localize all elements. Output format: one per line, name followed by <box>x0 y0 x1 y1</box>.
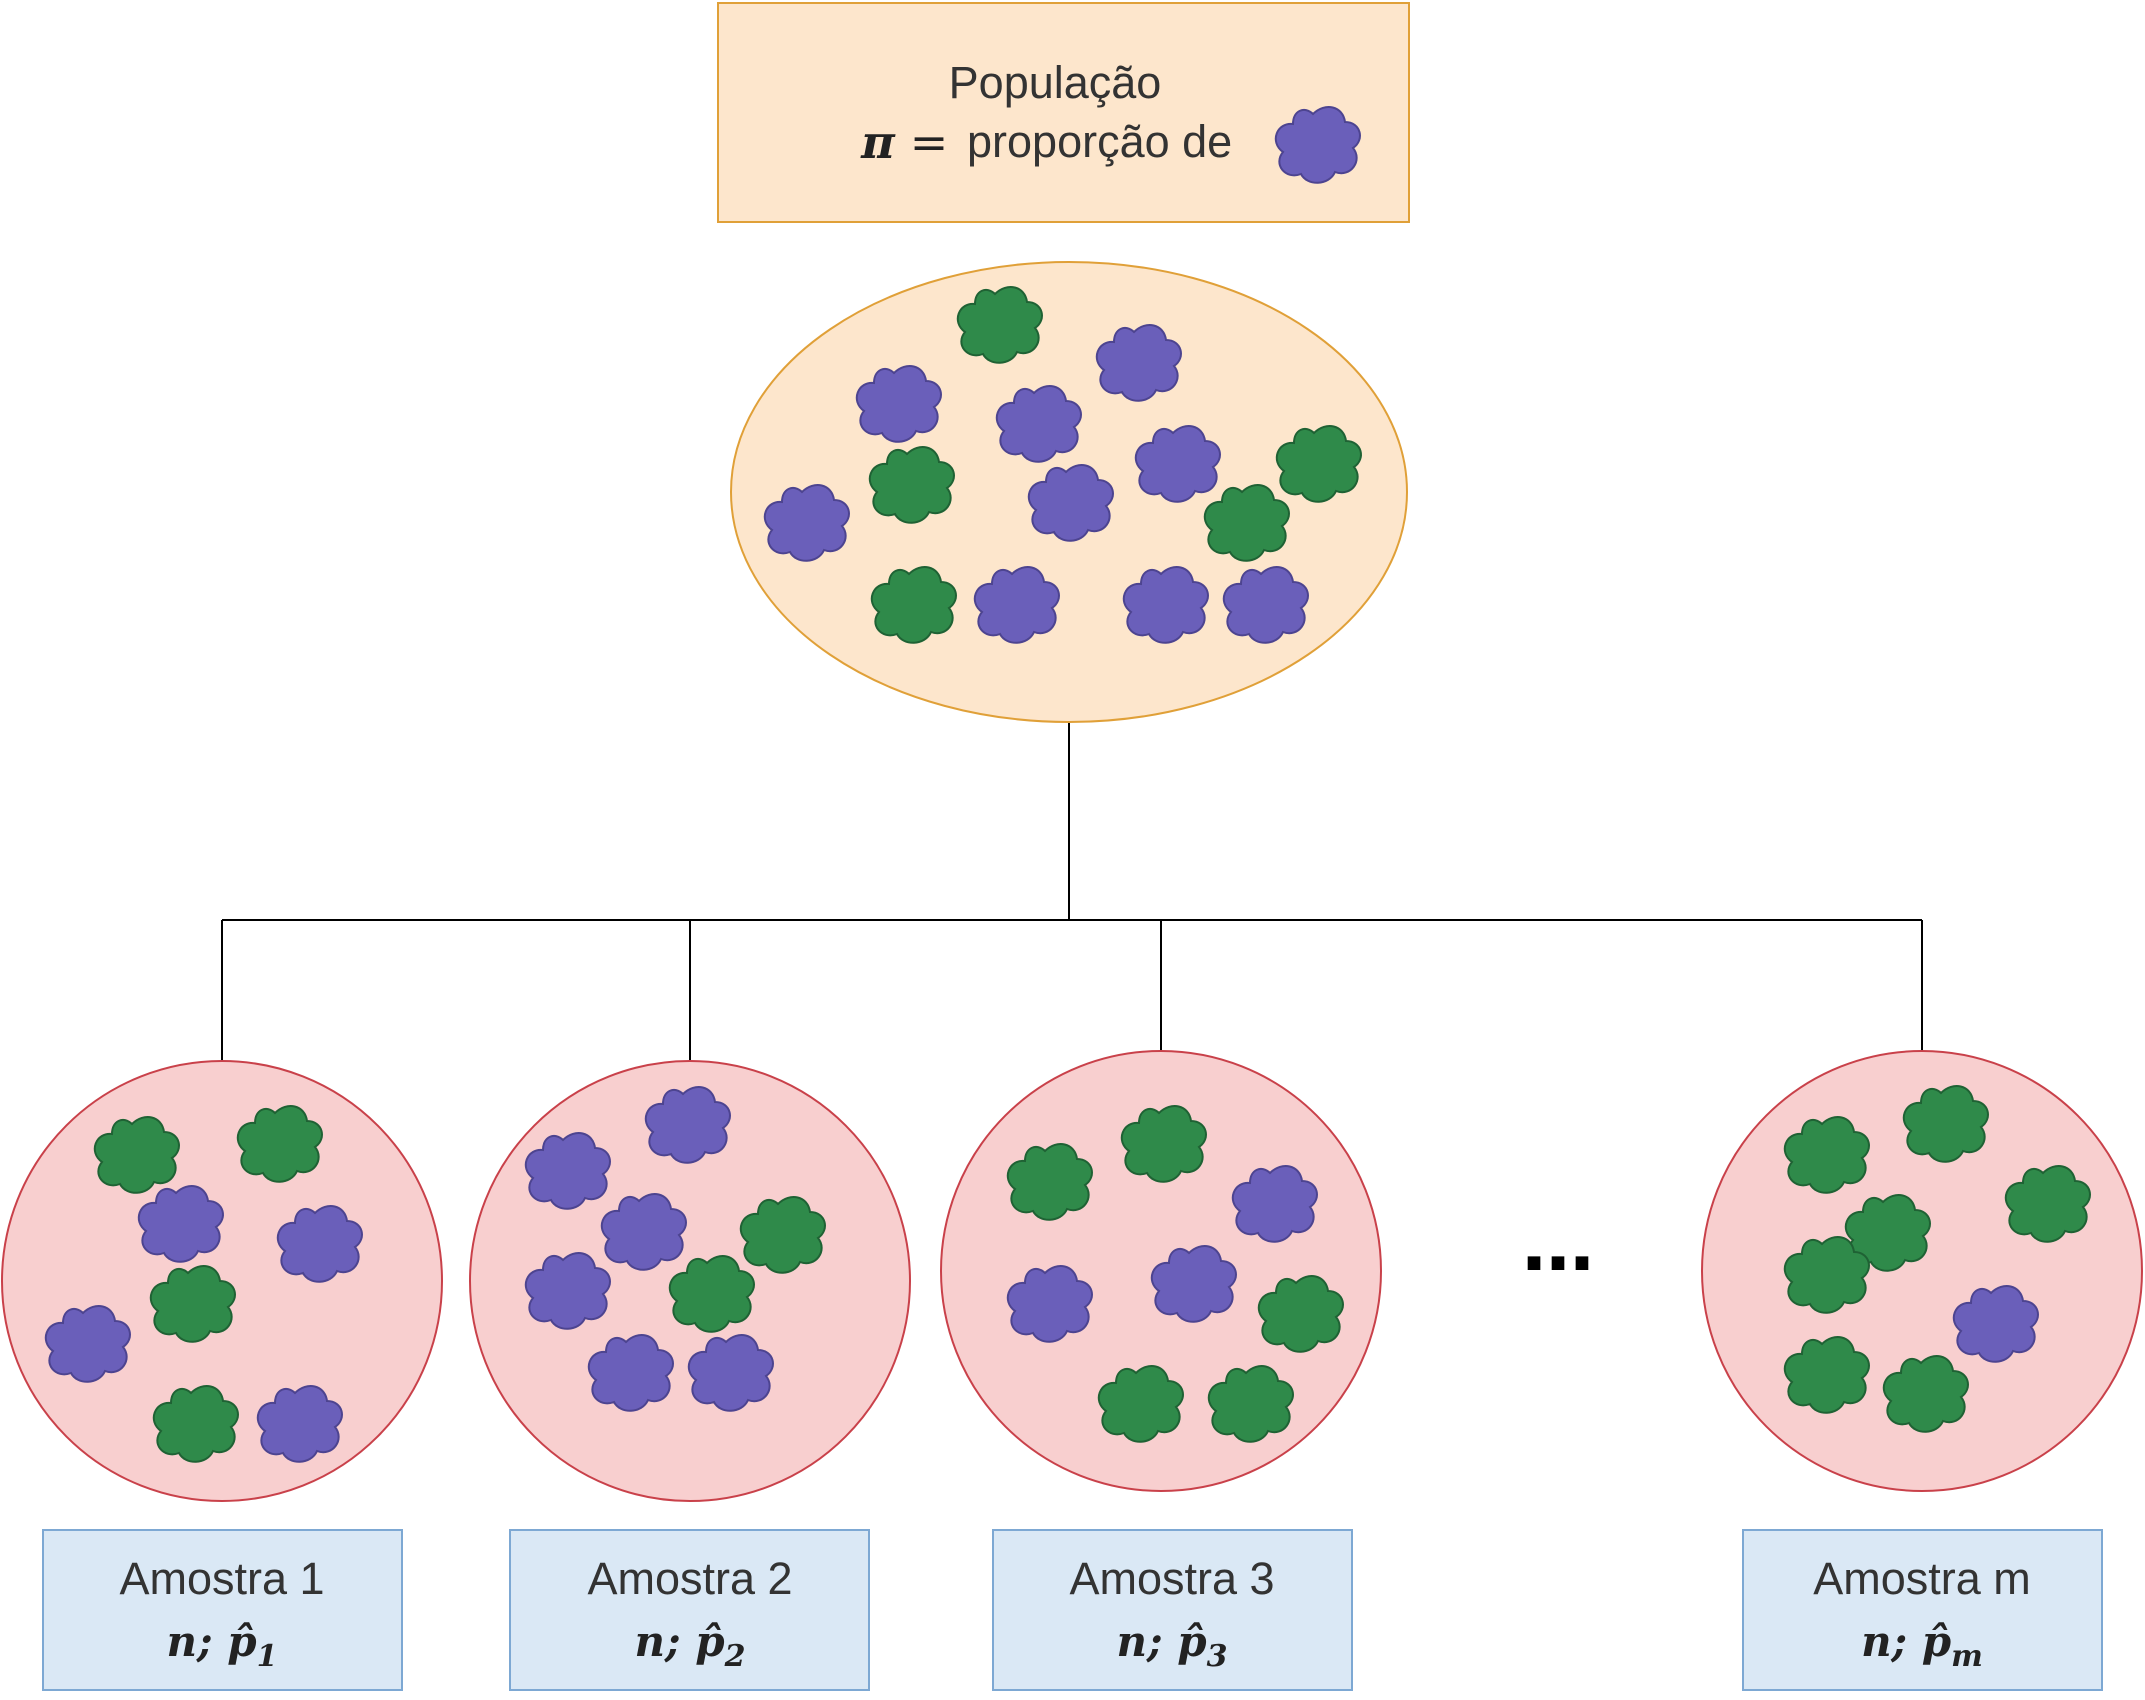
sample-statistic: n; p̂1 <box>167 1617 278 1674</box>
population-group <box>730 261 1408 723</box>
sample-label: Amostra 1 <box>119 1553 324 1604</box>
sample-label: Amostra 2 <box>587 1553 792 1604</box>
proportion-text: proporção de <box>967 116 1232 167</box>
sample-3: Amostra 3 n; p̂3 <box>940 1050 1382 1691</box>
sample-statistic: n; p̂m <box>1861 1617 1983 1674</box>
equals-sign: = <box>910 115 949 169</box>
sample-label-box <box>509 1529 870 1691</box>
sample-1: Amostra 1 n; p̂1 <box>1 1060 443 1691</box>
samples: Amostra 1 n; p̂1 Amostra 2 n; p̂2 Amostra 3 n… <box>1 1050 2143 1691</box>
sample-label-box <box>42 1529 403 1691</box>
sample-statistic: n; p̂2 <box>635 1617 746 1674</box>
ellipsis: … <box>1522 1203 1594 1287</box>
sample-label: Amostra 3 <box>1069 1553 1274 1604</box>
population-box <box>717 2 1410 223</box>
connector-lines <box>221 722 1923 1060</box>
sample-label-box <box>1742 1529 2103 1691</box>
pi-symbol: π <box>860 115 896 169</box>
sample-label-box <box>992 1529 1353 1691</box>
sample-statistic: n; p̂3 <box>1117 1617 1228 1674</box>
sample-4: Amostra m n; p̂m <box>1701 1050 2143 1691</box>
sample-label: Amostra m <box>1813 1553 2031 1604</box>
population-header: População π = proporção de <box>717 2 1410 223</box>
sample-2: Amostra 2 n; p̂2 <box>469 1060 911 1691</box>
population-title: População <box>949 57 1162 108</box>
